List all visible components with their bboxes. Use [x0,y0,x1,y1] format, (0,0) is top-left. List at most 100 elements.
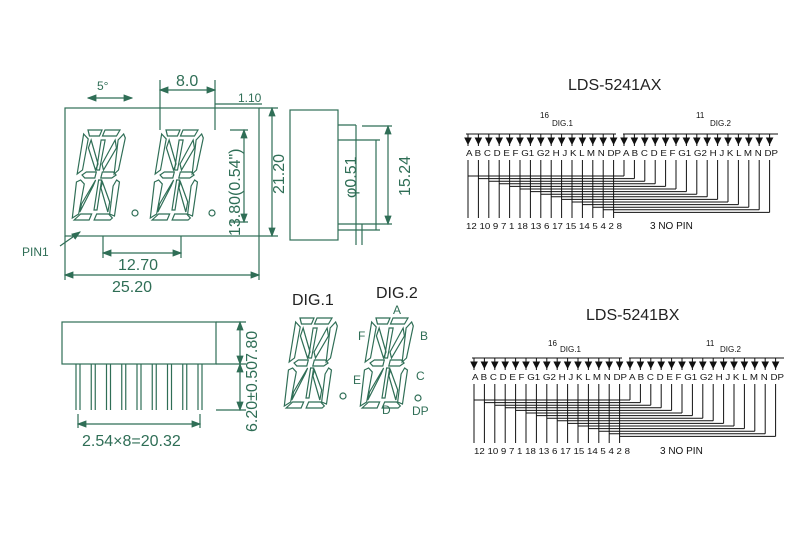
schematic-ax-dig1-label: DIG.1 [552,119,573,128]
led-diode-icon [640,137,649,146]
seg-label-dp: DP [412,404,429,418]
body-height-dim: 7.80 [244,331,261,362]
digit-1-front [71,129,127,221]
led-diode-icon [646,361,655,370]
led-diode-icon [536,137,545,146]
led-diode-icon [464,137,472,146]
led-diode-icon [709,361,718,370]
led-diode-icon [761,361,770,370]
seg-label-f: F [358,329,365,343]
dp-dot-2 [208,209,216,217]
led-diode-icon [657,361,666,370]
led-diode-icon [532,361,541,370]
led-diode-icon [574,361,582,370]
pin-length-dim: 6.20±0.50 [244,361,261,432]
led-diode-icon [678,361,686,370]
schematic-ax-dig2-pin: 11 [696,111,705,120]
dp-offset-dim: 1.10 [238,91,262,105]
schematic-ax-pins: 12 10 9 7 1 18 13 6 17 15 14 5 4 2 8 [466,222,623,231]
led-diode-icon [526,137,535,146]
schematic-bx-dig2-pin: 11 [706,339,715,348]
led-diode-icon [703,137,712,146]
digit-detail: DIG.1 DIG.2 A F B E C D DP [283,285,429,418]
digit-pitch-dim: 12.70 [118,257,158,274]
led-diode-icon [636,361,645,370]
led-diode-icon [542,361,551,370]
led-diode-icon [609,137,618,146]
led-diode-icon [719,361,728,370]
dp-detail-1 [339,392,347,400]
led-diode-icon [692,137,701,146]
led-diode-icon [755,137,764,146]
led-diode-icon [605,361,614,370]
schematic-bx-dig2-label: DIG.2 [720,345,741,354]
digit-height-dim: 13.80(0.54") [227,148,244,236]
schematic-ax: LDS-5241AX 16 DIG.1 11 DIG.2 A B C D E F… [464,77,778,232]
led-diode-icon [516,137,524,146]
led-diode-icon [765,137,774,146]
seg-label-c: C [416,369,425,383]
led-diode-icon [626,361,634,370]
seg-label-d: D [382,403,391,417]
schematic-bx-pins: 12 10 9 7 1 18 13 6 17 15 14 5 4 2 8 [474,447,631,456]
led-diode-icon [594,361,603,370]
schematic-bx-dig1-pin: 16 [548,339,557,348]
led-diode-icon [630,137,639,146]
schematic-bx-segments: A B C D E F G1 G2 H J K L M N DP A B C D… [472,373,784,382]
led-diode-icon [744,137,753,146]
schematic-ax-dig2-label: DIG.2 [710,119,731,128]
led-diode-icon [615,361,624,370]
led-diode-icon [547,137,556,146]
segment-pitch-dim: 8.0 [176,73,198,90]
led-diode-icon [563,361,572,370]
led-diode-icon [730,361,738,370]
angle-dim: 5° [97,79,109,93]
bottom-body [61,321,217,365]
led-diode-icon [553,361,562,370]
led-diode-icon [713,137,722,146]
total-width-dim: 25.20 [112,279,152,296]
pin1-label: PIN1 [22,245,49,259]
schematic-bx-title: LDS-5241BX [586,307,680,324]
seg-label-a: A [393,303,401,317]
led-diode-icon [599,137,608,146]
dp-detail-2 [414,394,422,402]
led-diode-icon [578,137,587,146]
pin-pitch-dim: 2.54×8=20.32 [82,433,181,450]
led-diode-icon [724,137,732,146]
schematic-ax-no-pin: 3 NO PIN [650,221,693,232]
led-diode-icon [495,137,504,146]
seg-label-e: E [353,373,361,387]
led-diode-icon [688,361,697,370]
led-diode-icon [620,137,628,146]
seg-label-b: B [420,329,428,343]
led-diode-icon [474,137,483,146]
schematic-bx-dig1-label: DIG.1 [560,345,581,354]
led-diode-icon [672,137,680,146]
led-diode-icon [501,361,510,370]
led-diode-icon [661,137,670,146]
dp-dot-1 [131,209,139,217]
led-diode-icon [584,361,593,370]
led-diode-icon [470,361,478,370]
schematic-ax-segments: A B C D E F G1 G2 H J K L M N DP A B C D… [466,149,778,158]
digit-1-detail [283,317,339,409]
led-diode-icon [750,361,759,370]
led-diode-icon [734,137,743,146]
led-diode-icon [568,137,576,146]
led-diode-icon [771,361,780,370]
led-diode-icon [505,137,514,146]
schematic-bx-no-pin: 3 NO PIN [660,446,703,457]
led-diode-icon [667,361,676,370]
dig1-label: DIG.1 [292,292,334,309]
pin-diameter-dim: φ0.51 [343,156,360,198]
led-diode-icon [588,137,597,146]
dig2-label: DIG.2 [376,285,418,302]
total-height-dim: 21.20 [271,154,288,194]
led-diode-icon [522,361,530,370]
led-diode-icon [490,361,499,370]
led-diode-icon [698,361,707,370]
schematic-ax-dig1-pin: 16 [540,111,549,120]
led-diode-icon [651,137,660,146]
